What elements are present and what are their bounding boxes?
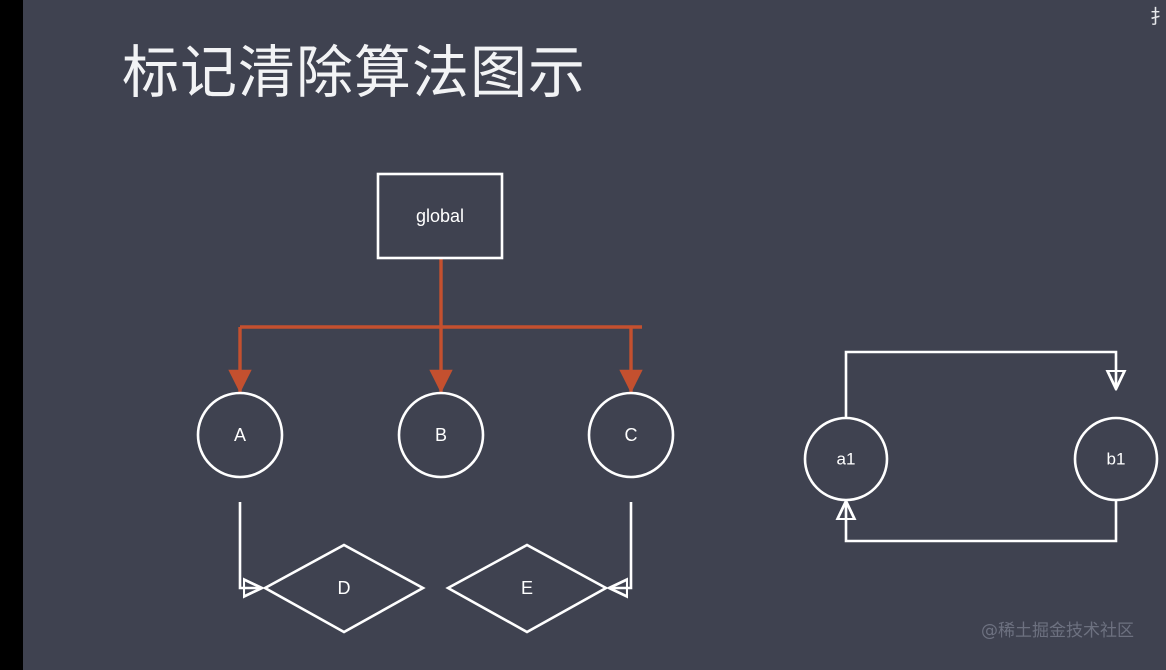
node-c[interactable]: C xyxy=(587,391,675,479)
edge-b1-to-a1 xyxy=(846,500,1118,543)
node-a1-shape xyxy=(803,416,889,502)
page-title: 标记清除算法图示 xyxy=(122,40,586,106)
node-d-shape xyxy=(262,543,426,634)
corner-partial-text: 扌 xyxy=(1150,6,1166,28)
edge-a-to-d xyxy=(238,502,261,588)
node-e-label: E xyxy=(521,578,533,598)
node-a[interactable]: A xyxy=(196,391,284,479)
node-e-shape xyxy=(445,543,609,634)
node-b1[interactable]: b1 xyxy=(1073,416,1159,502)
node-d-label: D xyxy=(338,578,351,598)
node-a1-label: a1 xyxy=(837,449,856,468)
node-global-label: global xyxy=(416,206,464,226)
node-b1-label: b1 xyxy=(1107,449,1126,468)
node-b[interactable]: B xyxy=(397,391,485,479)
slide-canvas: 标记清除算法图示 扌 xyxy=(23,0,1166,670)
edge-c-to-e xyxy=(610,502,633,588)
node-b-label: B xyxy=(435,425,447,445)
left-graph-group: global A B C xyxy=(196,172,675,634)
leaf-connector-edges xyxy=(238,502,633,588)
node-b-shape xyxy=(397,391,485,479)
node-a-label: A xyxy=(234,425,246,445)
node-c-shape xyxy=(587,391,675,479)
node-global[interactable]: global xyxy=(376,172,504,260)
node-c-label: C xyxy=(625,425,638,445)
node-a-shape xyxy=(196,391,284,479)
diagram-canvas: global A B C xyxy=(196,172,1159,634)
circular-reference-edges xyxy=(844,350,1118,543)
watermark: @稀土掘金技术社区 xyxy=(981,621,1134,641)
node-b1-shape xyxy=(1073,416,1159,502)
edge-a1-to-b1 xyxy=(844,350,1116,418)
right-graph-group: a1 b1 xyxy=(803,350,1159,543)
node-e[interactable]: E xyxy=(445,543,609,634)
node-d[interactable]: D xyxy=(262,543,426,634)
node-a1[interactable]: a1 xyxy=(803,416,889,502)
node-global-shape xyxy=(376,172,504,260)
root-connector-edges xyxy=(228,258,643,394)
